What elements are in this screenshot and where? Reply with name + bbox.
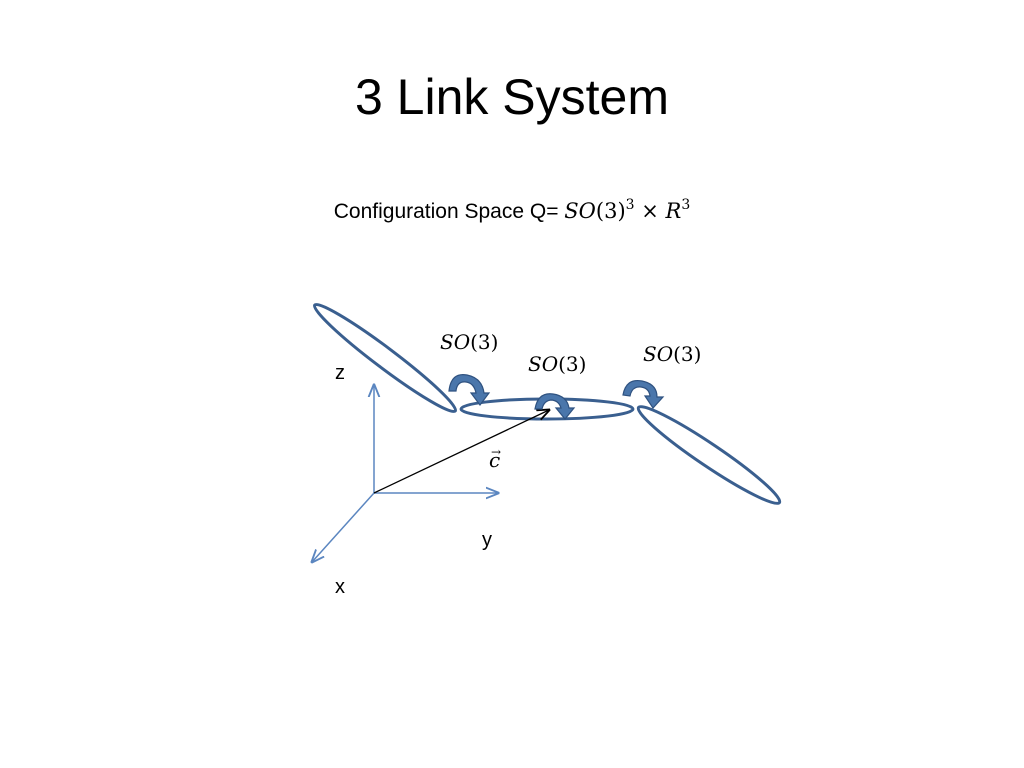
joint-label-2-group: SO [528, 352, 559, 376]
subtitle-group: SO [564, 199, 596, 223]
link-1 [312, 302, 458, 414]
joint-label-1-group: SO [440, 330, 471, 354]
joint-label-2: SO(3) [528, 352, 586, 376]
position-vector [373, 410, 549, 494]
joint-arrow-2 [534, 393, 576, 420]
joint-label-2-arg: (3) [558, 352, 587, 376]
subtitle-space: R [665, 199, 682, 223]
joint-label-3-arg: (3) [673, 342, 702, 366]
joint-label-1-arg: (3) [470, 330, 499, 354]
link-3 [636, 405, 782, 505]
subtitle-times: × [634, 199, 666, 223]
subtitle-space-exponent: 3 [681, 197, 691, 213]
x-axis-label: x [335, 576, 345, 598]
joint-label-3-group: SO [643, 342, 674, 366]
link-2 [459, 397, 635, 421]
x-axis [312, 492, 375, 562]
vector-arrow-accent: → [491, 445, 502, 459]
vector-c-symbol: c [489, 448, 501, 472]
joint-label-1: SO(3) [440, 330, 498, 354]
vector-c-label: c→ [489, 445, 501, 473]
y-axis-label: y [482, 529, 492, 551]
subtitle-group-arg: (3) [595, 199, 626, 223]
subtitle-prefix: Configuration Space Q= [333, 200, 565, 223]
joint-label-3: SO(3) [643, 342, 701, 366]
z-axis-label: z [335, 362, 345, 384]
subtitle-group-exponent: 3 [625, 197, 635, 213]
slide-title: 3 Link System [354, 69, 669, 125]
joint-arrow-3 [622, 379, 665, 409]
joint-arrow-1 [448, 373, 491, 406]
config-space-subtitle: Configuration Space Q= SO(3)3 × R3 [0, 196, 1024, 227]
